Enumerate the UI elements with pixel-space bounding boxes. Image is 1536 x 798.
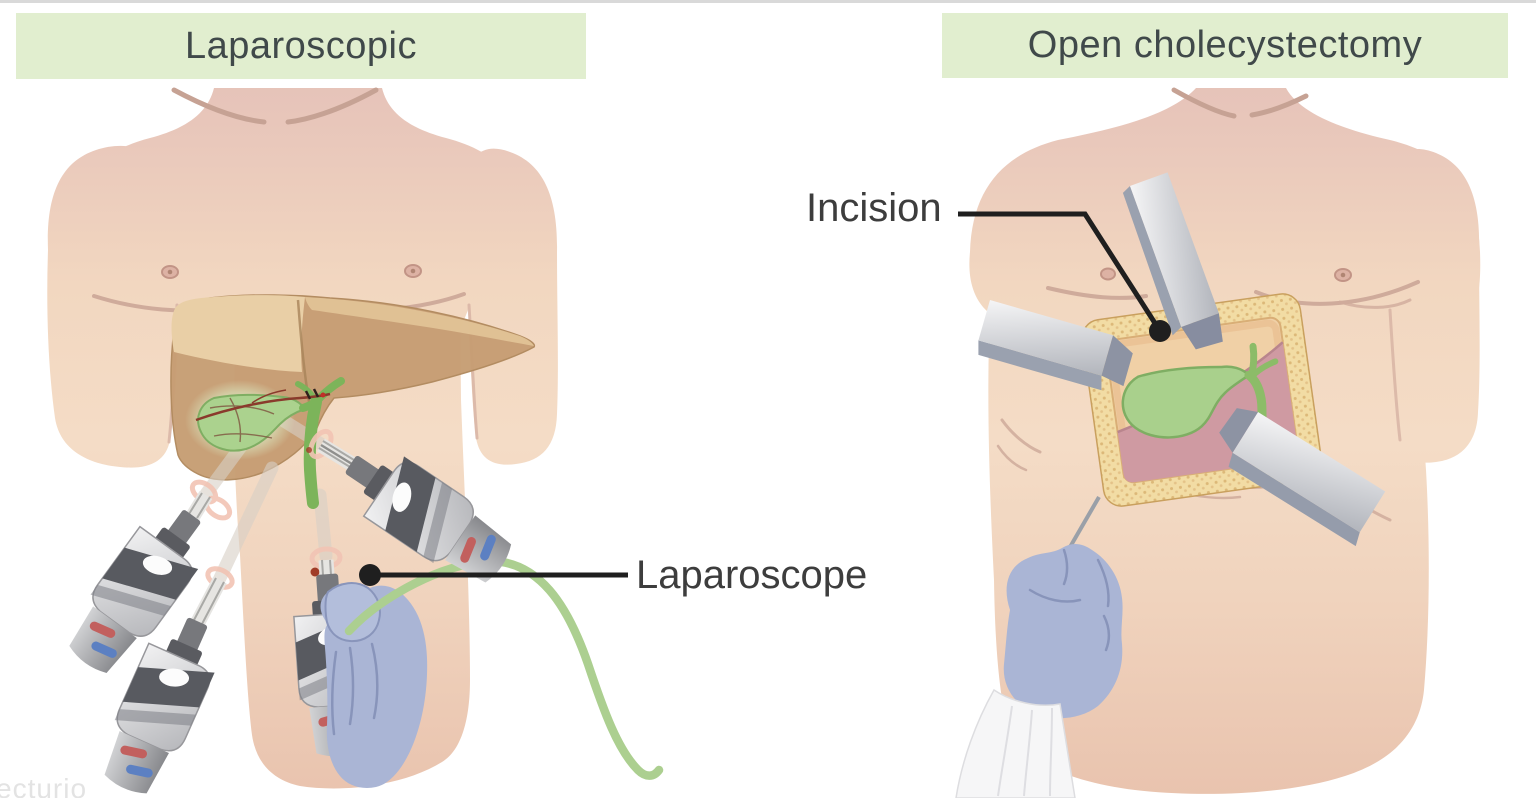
surgical-clips <box>304 388 320 400</box>
banner-open-title: Open cholecystectomy <box>1027 24 1423 66</box>
incision-window <box>1081 293 1323 507</box>
retractor-right <box>1219 408 1386 547</box>
right-arm <box>465 148 558 465</box>
trapezius-lines <box>171 87 379 125</box>
port-mark <box>306 447 312 453</box>
left-arm <box>47 145 180 468</box>
cystic-artery <box>195 388 331 422</box>
arm-crease-open <box>1388 308 1402 442</box>
laparoscope-label: Laparoscope <box>636 553 868 597</box>
gallbladder-open <box>1121 365 1251 439</box>
open-cholecystectomy-figure <box>955 87 1481 798</box>
laparoscope-light-cable <box>344 556 664 780</box>
retractor-left <box>978 300 1133 391</box>
glove-creases-right <box>1028 548 1110 652</box>
incision-label: Incision <box>806 186 942 230</box>
sleeve-creases <box>997 705 1053 797</box>
laparoscopic-figure <box>47 87 664 798</box>
leader-dot <box>1149 320 1171 342</box>
glove-creases <box>331 642 379 736</box>
trapezius-lines-open <box>1171 87 1309 119</box>
leader-dot <box>359 564 381 586</box>
instrument-shafts <box>186 438 356 626</box>
incision-leader <box>958 211 1171 342</box>
right-arm-open <box>1386 149 1480 463</box>
gallbladder <box>185 380 307 460</box>
watermark: ecturio <box>0 773 88 798</box>
laparoscope-leader <box>359 564 628 586</box>
top-border-line <box>0 0 1536 3</box>
nipples <box>161 264 422 279</box>
sleeve <box>955 688 1076 798</box>
retractor-top <box>1122 172 1223 350</box>
surgeon-glove-right <box>1003 544 1123 719</box>
nipples-open <box>1100 267 1352 282</box>
banner-open-cholecystectomy: Open cholecystectomy <box>942 13 1508 78</box>
surgeon-glove-left <box>320 582 428 788</box>
banner-laparoscopic-title: Laparoscopic <box>184 24 418 67</box>
port-mark <box>310 567 320 577</box>
bile-ducts <box>295 377 345 509</box>
banner-laparoscopic: Laparoscopic <box>16 13 586 79</box>
